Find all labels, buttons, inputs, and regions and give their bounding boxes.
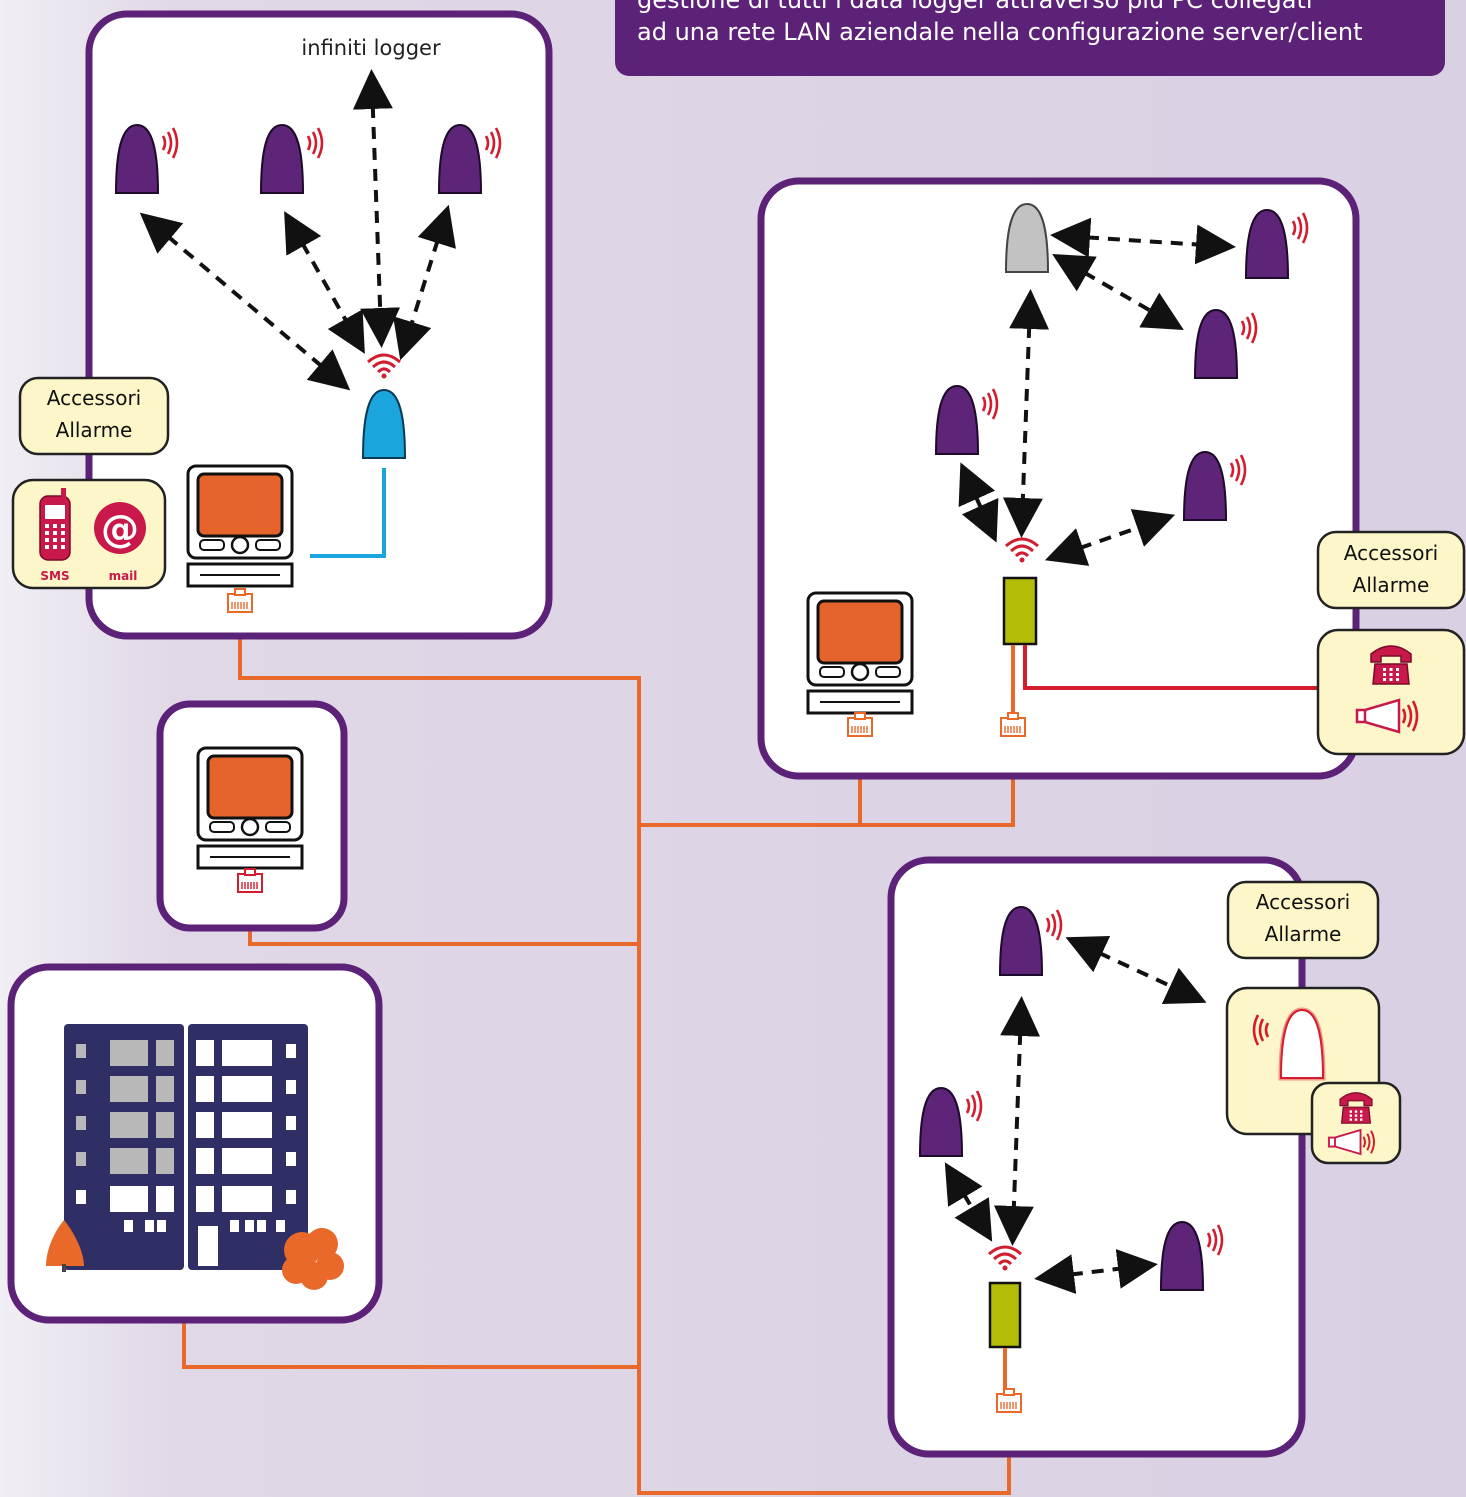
- alarm-box-2-line2: Allarme: [1353, 573, 1430, 597]
- receiver-rb: [987, 1245, 1023, 1349]
- alarm-box-1-line1: Accessori: [47, 386, 141, 410]
- pc-right-top: [806, 591, 914, 715]
- pc-top-left: [186, 464, 294, 588]
- title-banner: gestione di tutti i data logger attraver…: [615, 0, 1445, 76]
- receiver-rt: [1002, 537, 1040, 646]
- link-rb-2: [993, 996, 1041, 1246]
- links-right-bottom: [944, 935, 1207, 1295]
- link-rt-5: [1044, 509, 1176, 566]
- link-rb-4: [1034, 1248, 1158, 1295]
- alarm-box-2-line1: Accessori: [1344, 541, 1438, 565]
- phone-siren-box-small: [1310, 1081, 1402, 1165]
- alarm-beacon-icon: [1252, 1007, 1326, 1081]
- alarm-box-3-line2: Allarme: [1265, 922, 1342, 946]
- link-rb-3: [944, 1162, 993, 1242]
- link-tl-4: [393, 204, 456, 361]
- telephone-icon-small: [1339, 1092, 1373, 1124]
- alarm-accessories-box-2: Accessori Allarme: [1316, 530, 1466, 610]
- pc-small: [196, 746, 304, 870]
- links-right-top: [958, 217, 1236, 566]
- link-rt-3: [1002, 289, 1050, 538]
- alarm-box-1-line2: Allarme: [56, 418, 133, 442]
- infinite-loggers-label: infiniti logger: [301, 36, 441, 60]
- office-building-icon: [46, 1024, 344, 1290]
- alarm-box-3-line1: Accessori: [1256, 890, 1350, 914]
- tree-left: [46, 1220, 84, 1272]
- alarm-wire: [1023, 645, 1318, 690]
- banner-line-2: ad una rete LAN aziendale nella configur…: [637, 18, 1363, 46]
- email-at-icon: @: [94, 502, 146, 554]
- sms-label: SMS: [40, 569, 69, 583]
- link-rt-1: [1050, 217, 1236, 265]
- tree-right: [282, 1228, 344, 1290]
- alarm-accessories-box-1: Accessori Allarme: [18, 376, 170, 456]
- lan-line-pc1: [238, 612, 1011, 1495]
- mail-label: mail: [109, 569, 138, 583]
- usb-cable: [310, 468, 386, 558]
- sms-mail-box: SMS @ mail: [11, 478, 167, 590]
- telephone-icon: [1370, 645, 1412, 685]
- svg-text:@: @: [101, 507, 139, 551]
- mobile-phone-icon: [39, 488, 71, 561]
- link-rt-4: [958, 462, 999, 543]
- alarm-accessories-box-3: Accessori Allarme: [1226, 880, 1380, 960]
- links-top-left: [139, 69, 456, 391]
- phone-siren-box: [1316, 628, 1466, 756]
- link-tl-2: [284, 211, 365, 354]
- banner-line-1: gestione di tutti i data logger attraver…: [637, 0, 1313, 14]
